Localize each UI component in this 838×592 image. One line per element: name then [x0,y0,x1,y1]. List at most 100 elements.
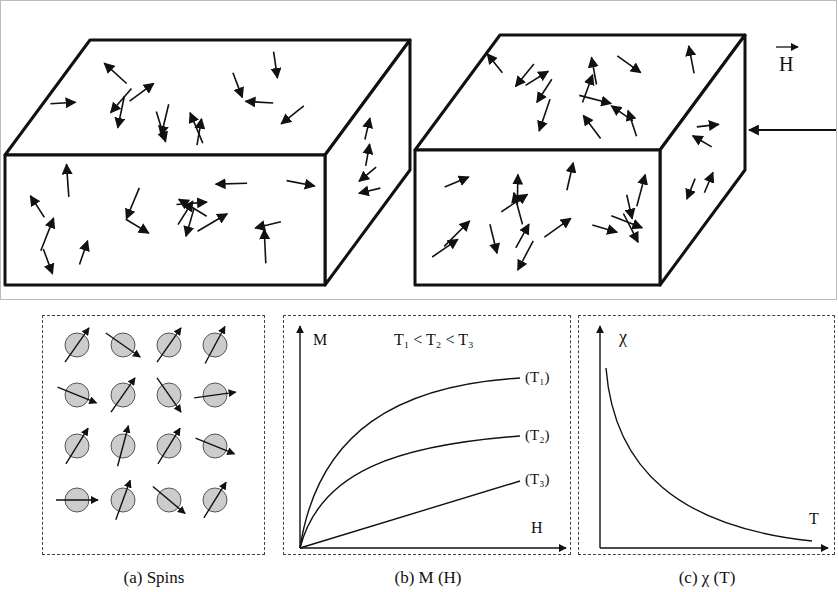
spin-arrow [627,195,633,219]
spin-arrow [539,99,550,131]
spin-arrow [126,219,149,233]
spin-arrow [190,113,203,143]
spin-arrow [432,239,458,257]
material-block [5,35,745,285]
field-label: H [779,53,793,76]
spin-arrow [157,328,181,362]
spin-arrow [490,224,497,253]
spin-arrow [592,58,597,85]
spin-arrow [637,175,645,207]
temperature-order: T₁ < T₂ < T₃ [394,331,474,349]
spin-arrow [196,438,235,454]
vector-arrow [776,46,798,47]
spin-arrow [255,222,281,228]
spin-arrow [126,188,139,219]
axis-label: χ [619,327,627,348]
spin-arrow [161,104,169,135]
spin-arrow [158,428,180,464]
spin-arrow [567,163,573,191]
spin-arrow [592,225,617,232]
spin-arrow [264,229,266,263]
panel-caption: (a) Spins [124,568,185,588]
axis-label: T [809,510,819,528]
spin-arrow [106,333,140,357]
spin-arrow [116,480,130,519]
spin-arrow [516,224,529,248]
spin-arrow [156,111,165,141]
spin-arrow [216,183,247,185]
mh-panel: MT₁ < T₂ < T₃(T₁)(T₂)(T₃)H(b) M (H) [283,315,571,555]
spin-arrow [487,54,502,73]
spin-arrow [205,327,225,364]
spin-arrow [444,221,469,246]
chi-plot [600,326,828,548]
spin-arrow [111,89,132,113]
axis-label: M [313,331,327,349]
spin-arrow [518,241,533,270]
spin-arrow [204,482,226,518]
spin-arrow [118,426,129,467]
spin-arrow [501,194,527,212]
spin-arrow [611,216,642,228]
spin-arrow [365,118,370,139]
spin-arrow [58,387,97,403]
panel-caption: (b) M (H) [394,568,461,588]
spin-arrow [80,241,88,265]
spin-arrows [30,46,718,274]
spin-arrow [611,106,633,121]
spin-arrow [623,214,638,243]
spin-arrow [617,56,640,73]
spin-arrow [693,136,712,147]
spin-arrow [287,181,315,186]
spin-arrow [246,101,274,103]
field-arrow [749,129,836,131]
block-face [325,40,410,285]
block-face [660,35,745,285]
spin-arrow [186,208,194,236]
curve-label: (T₃) [525,471,549,488]
chi-panel: χT(c) χ (T) [578,315,835,555]
spin-arrow [526,71,549,85]
spin-arrow [104,63,126,83]
spin-arrow [50,102,75,104]
spin-arrow [628,111,637,137]
spin-arrow [65,328,89,362]
panel-caption: (c) χ (T) [679,568,736,588]
spin-arrow [537,79,552,102]
spin-arrow [689,46,694,73]
spin-arrow [194,392,236,398]
spin-arrow [66,428,88,464]
spin-arrow [67,164,69,197]
spin-arrow [233,73,242,98]
spin-arrow [157,378,181,412]
spin-grid [56,327,236,520]
spin-arrow [445,177,469,187]
spin-arrow [687,179,695,199]
spin-arrow [198,214,228,232]
spin-arrow [516,64,534,87]
spin-arrow [30,196,44,218]
block-face [415,150,660,285]
spin-arrow [366,144,370,166]
spin-arrow [579,95,611,103]
curve-label: (T₁) [525,369,549,386]
mh-plot [300,326,566,548]
spins-panel: (a) Spins [42,315,265,555]
spin-arrow [544,218,570,237]
curve-label: (T₂) [525,427,549,444]
spin-arrow [56,499,98,500]
spin-arrow [281,106,304,124]
block-face [5,155,325,285]
spin-arrow [583,115,600,138]
spin-arrow [130,83,154,101]
axis-label: H [531,519,543,537]
spin-arrow [359,167,376,181]
illustration-panel: H [0,0,837,300]
spin-arrow [43,249,52,274]
spin-arrow [111,378,135,412]
spin-arrow [359,188,380,193]
spin-arrow [274,52,278,78]
spin-arrow [41,218,54,251]
spin-arrow [697,124,719,127]
